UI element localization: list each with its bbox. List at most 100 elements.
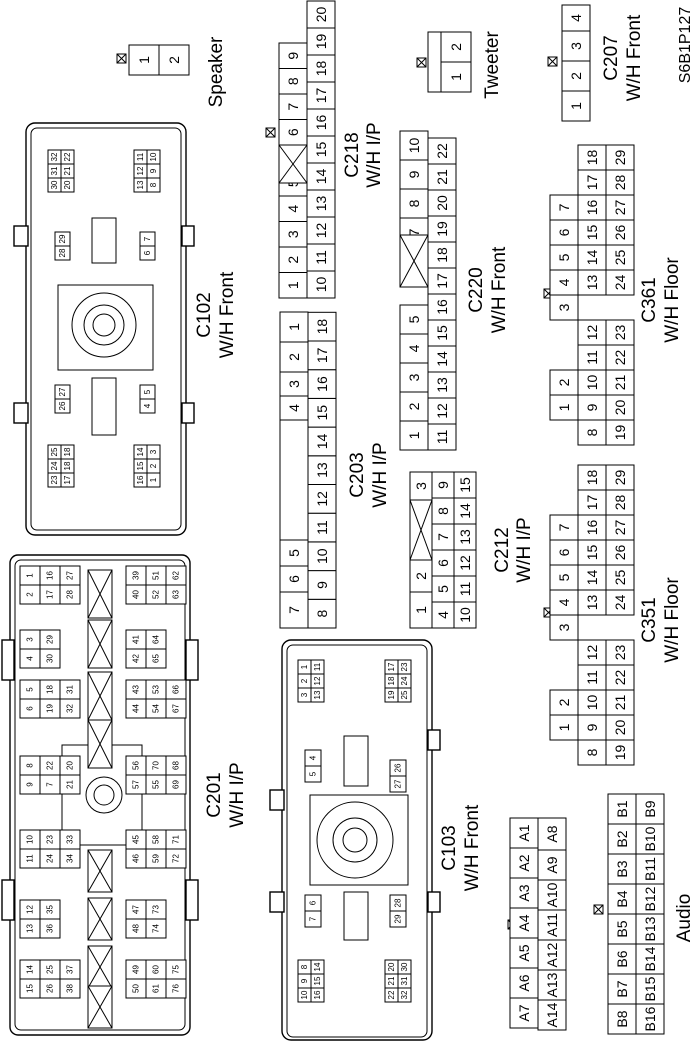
c103-pin-8: 8	[297, 959, 312, 975]
c218-pin-12: 12	[306, 216, 336, 245]
c201-pin-58: 58	[145, 829, 167, 850]
svg-text:14: 14	[314, 433, 330, 449]
c201-pin-10: 10	[19, 829, 41, 850]
c361-pin-6: 6	[549, 219, 579, 246]
c203-pin-10: 10	[307, 541, 337, 572]
audio-pin-A14: A14	[537, 999, 567, 1031]
svg-text:14: 14	[584, 570, 600, 586]
c361-pin-9: 9	[577, 394, 607, 421]
c220-pin-9: 9	[399, 159, 429, 190]
audio-pin-B5: B5	[607, 913, 637, 945]
svg-text:15: 15	[313, 142, 329, 158]
svg-text:66: 66	[172, 685, 181, 694]
svg-text:17: 17	[387, 662, 396, 671]
svg-text:11: 11	[457, 582, 473, 597]
c220-pin-2: 2	[399, 391, 429, 422]
svg-text:68: 68	[172, 761, 181, 770]
svg-text:15: 15	[313, 976, 322, 985]
c201-pin-25: 25	[39, 959, 61, 980]
c207-harness: W/H Front	[624, 14, 645, 101]
svg-text:18: 18	[313, 61, 329, 77]
c201-pin-76: 76	[165, 978, 187, 999]
svg-text:3: 3	[286, 380, 302, 388]
c220-pin-4: 4	[399, 333, 429, 364]
svg-text:1: 1	[556, 403, 572, 411]
svg-text:7: 7	[285, 103, 301, 111]
c102-pin-25: 25	[47, 444, 62, 460]
c201-pin-70: 70	[145, 755, 167, 776]
c207-pin-3: 3	[561, 30, 591, 62]
c203-label: C203	[347, 452, 368, 497]
c203-pin-12: 12	[307, 484, 337, 514]
c220-pin-5: 5	[399, 304, 429, 335]
c201-pin-41: 41	[125, 629, 147, 650]
svg-text:8: 8	[314, 610, 330, 618]
svg-text:26: 26	[394, 763, 403, 772]
svg-text:5: 5	[556, 573, 572, 581]
c218-pin-10: 10	[306, 270, 336, 299]
svg-text:9: 9	[314, 581, 330, 589]
svg-text:19: 19	[434, 221, 450, 237]
svg-text:55: 55	[152, 780, 161, 789]
c212-pin-6: 6	[431, 549, 455, 577]
svg-text:47: 47	[132, 905, 141, 914]
svg-text:2: 2	[149, 463, 158, 468]
c212-pin-14: 14	[453, 497, 477, 525]
svg-text:10: 10	[457, 607, 473, 623]
c220-pin-10: 10	[399, 130, 429, 161]
svg-text:A6: A6	[516, 974, 532, 991]
c102-pin-3: 3	[146, 444, 161, 460]
audio-pin-A9: A9	[537, 849, 567, 881]
svg-text:B6: B6	[614, 950, 630, 967]
c201-pin-40: 40	[125, 584, 147, 605]
svg-text:9: 9	[435, 481, 451, 489]
svg-text:27: 27	[612, 520, 628, 536]
svg-text:19: 19	[387, 690, 396, 699]
svg-text:16: 16	[313, 115, 329, 131]
svg-text:1: 1	[285, 281, 301, 289]
svg-text:4: 4	[309, 755, 318, 760]
c218-pin-9: 9	[278, 42, 308, 69]
c103-pin-18: 18	[384, 673, 399, 689]
c201-pin-1: 1	[19, 565, 41, 586]
svg-text:14: 14	[313, 962, 322, 971]
svg-text:29: 29	[394, 914, 403, 923]
c201-pin-64: 64	[145, 629, 167, 650]
tweeter-shell	[427, 31, 442, 93]
svg-text:53: 53	[152, 685, 161, 694]
svg-text:24: 24	[50, 461, 59, 470]
c218-pin-11: 11	[306, 243, 336, 272]
svg-text:B15: B15	[642, 976, 658, 1001]
c203-pin-13: 13	[307, 455, 337, 485]
svg-text:16: 16	[314, 376, 330, 392]
svg-text:36: 36	[46, 924, 55, 933]
svg-text:4: 4	[568, 14, 584, 22]
svg-text:A14: A14	[544, 1002, 560, 1027]
c212-pin-1: 1	[409, 591, 433, 629]
svg-text:21: 21	[63, 166, 72, 175]
svg-text:20: 20	[387, 962, 396, 971]
c212-blocked-cavity	[409, 499, 433, 561]
svg-text:13: 13	[26, 924, 35, 933]
svg-text:28: 28	[394, 898, 403, 907]
c361-pin-5: 5	[549, 244, 579, 271]
c201-blocked-cavity	[87, 719, 113, 769]
svg-text:B11: B11	[642, 857, 658, 881]
c361-pin-11: 11	[577, 344, 607, 371]
c220-pin-19: 19	[427, 215, 457, 243]
c361-pin-17: 17	[577, 169, 607, 196]
c102-pin-20: 20	[60, 177, 75, 193]
c103-pin-6: 6	[304, 894, 322, 912]
c103-pin-20: 20	[384, 959, 399, 975]
c103-pin-19: 19	[384, 687, 399, 703]
c351-label: C351	[639, 597, 660, 642]
c201-pin-44: 44	[125, 698, 147, 719]
svg-text:61: 61	[152, 984, 161, 993]
svg-text:10: 10	[149, 152, 158, 161]
c201-pin-75: 75	[165, 959, 187, 980]
c351-pin-9: 9	[577, 714, 607, 741]
c201-pin-20: 20	[59, 755, 81, 776]
c218-pin-3: 3	[278, 221, 308, 248]
svg-text:15: 15	[457, 477, 473, 493]
